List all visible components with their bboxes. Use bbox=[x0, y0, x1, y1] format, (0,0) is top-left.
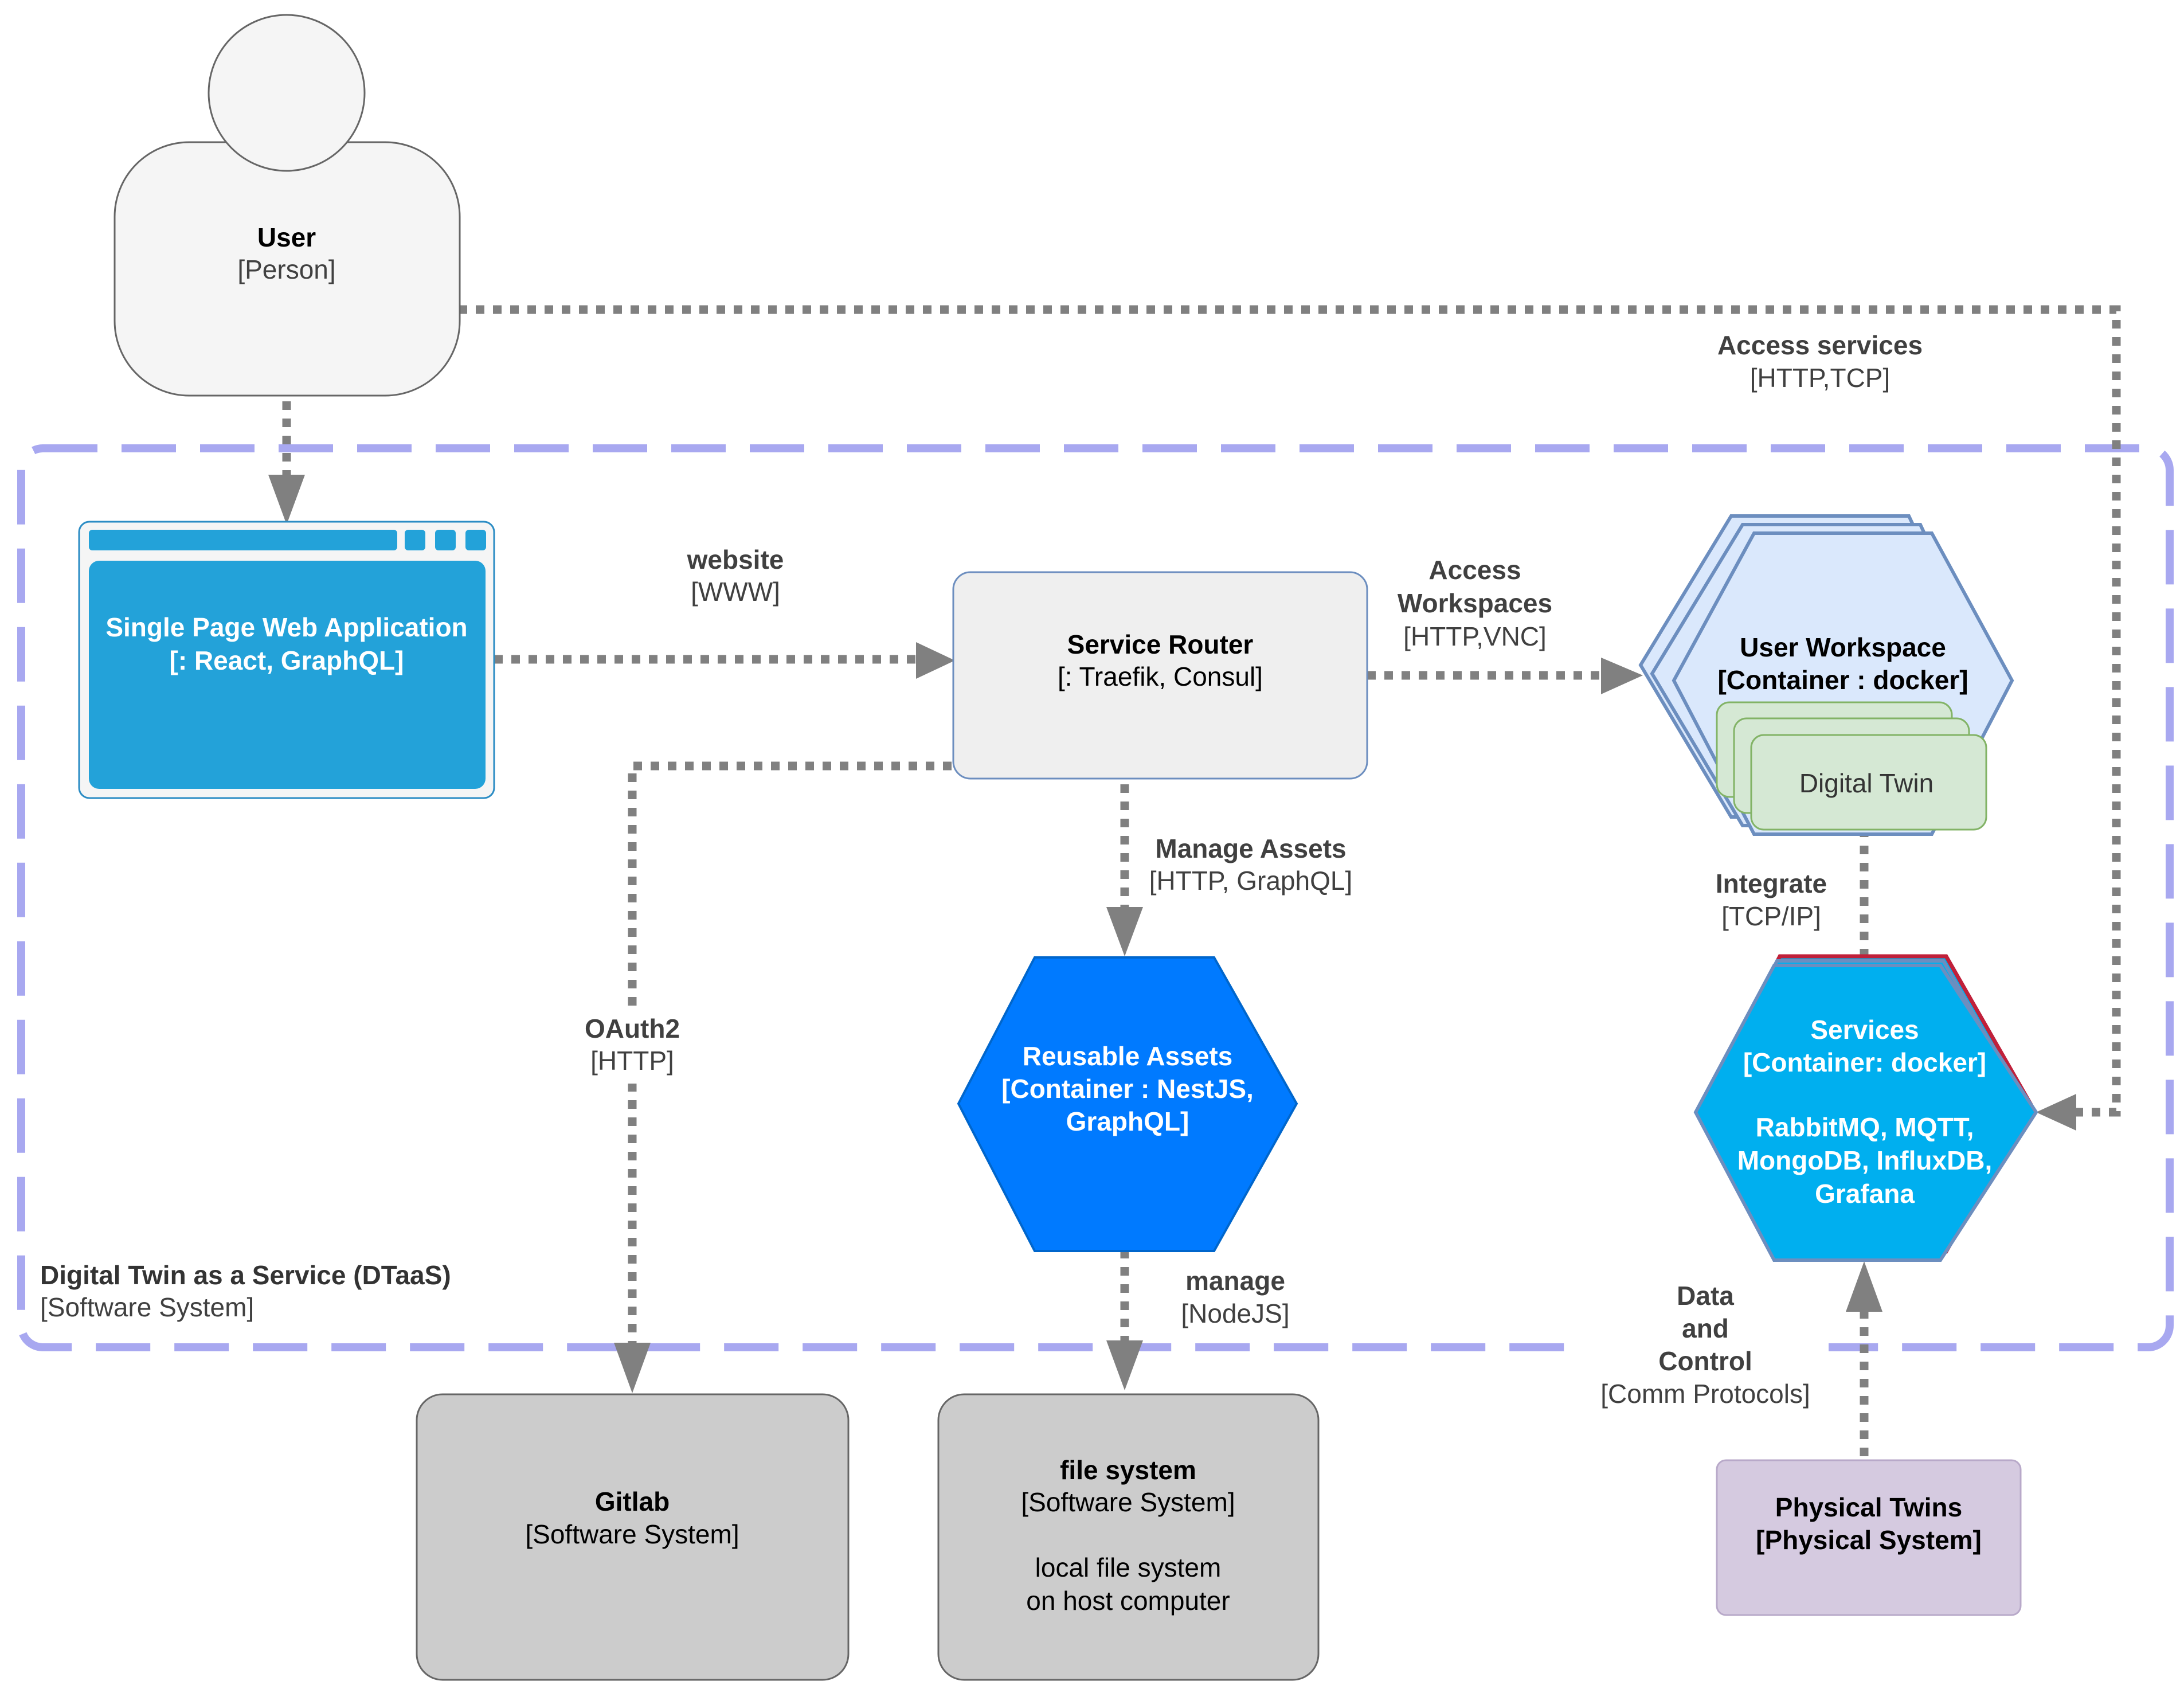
user-type: [Person] bbox=[237, 255, 335, 284]
label-oauth: OAuth2 bbox=[585, 1014, 680, 1043]
tech-integrate: [TCP/IP] bbox=[1721, 901, 1821, 931]
workspace-tech: [Container : docker] bbox=[1717, 665, 1968, 695]
browser-minimize-icon bbox=[405, 530, 425, 550]
assets-hexagon bbox=[957, 956, 1298, 1252]
services-list-2: MongoDB, InfluxDB, bbox=[1737, 1145, 1993, 1175]
arrowhead-router-assets bbox=[1106, 907, 1143, 956]
services-tech: [Container: docker] bbox=[1743, 1047, 1986, 1077]
edge-router-gitlab bbox=[628, 761, 952, 1344]
spa-tech: [: React, GraphQL] bbox=[170, 646, 404, 675]
label-data-control-1: Data bbox=[1677, 1281, 1734, 1311]
tech-website: [WWW] bbox=[691, 577, 780, 607]
filesystem-desc-2: on host computer bbox=[1026, 1586, 1230, 1616]
arrowhead-spa-router bbox=[916, 642, 955, 679]
physical-twins-node: Physical Twins [Physical System] bbox=[1716, 1459, 2022, 1616]
tech-manage: [NodeJS] bbox=[1181, 1299, 1289, 1328]
data-control-label-background bbox=[1588, 1276, 1829, 1413]
arrowhead-router-gitlab bbox=[614, 1343, 651, 1393]
gitlab-node: Gitlab [Software System] bbox=[416, 1393, 850, 1681]
services-hex-front bbox=[1693, 964, 2038, 1262]
tech-access-workspaces: [HTTP,VNC] bbox=[1403, 621, 1547, 651]
arrowhead-router-workspace bbox=[1601, 658, 1643, 694]
filesystem-type: [Software System] bbox=[1021, 1487, 1235, 1517]
label-data-control-2: and bbox=[1682, 1313, 1729, 1343]
label-access-workspaces-2: Workspaces bbox=[1398, 588, 1552, 618]
arrowhead-physical-services bbox=[1846, 1261, 1882, 1312]
physical-twins-name: Physical Twins bbox=[1775, 1492, 1962, 1522]
workspace-node: User Workspace [Container : docker] Digi… bbox=[1638, 514, 2014, 836]
router-name: Service Router bbox=[1067, 630, 1254, 659]
person-head-icon bbox=[208, 14, 366, 172]
assets-node: Reusable Assets [Container : NestJS, Gra… bbox=[957, 956, 1298, 1252]
arrowhead-assets-filesystem bbox=[1106, 1340, 1143, 1390]
services-list-3: Grafana bbox=[1815, 1179, 1915, 1209]
label-website: website bbox=[687, 545, 784, 574]
browser-close-icon bbox=[465, 530, 486, 550]
edge-labels: website [WWW] Access Workspaces [HTTP,VN… bbox=[573, 330, 1923, 1413]
filesystem-name: file system bbox=[1060, 1455, 1196, 1485]
filesystem-box bbox=[937, 1393, 1320, 1681]
label-manage-assets: Manage Assets bbox=[1155, 834, 1346, 863]
spa-node: Single Page Web Application [: React, Gr… bbox=[78, 521, 495, 799]
services-list-1: RabbitMQ, MQTT, bbox=[1756, 1112, 1974, 1142]
tech-manage-assets: [HTTP, GraphQL] bbox=[1149, 866, 1353, 896]
dtaas-boundary: Digital Twin as a Service (DTaaS) [Softw… bbox=[17, 444, 2174, 1351]
browser-maximize-icon bbox=[435, 530, 456, 550]
services-name: Services bbox=[1810, 1015, 1919, 1045]
edges bbox=[268, 305, 2121, 1456]
router-tech: [: Traefik, Consul] bbox=[1058, 662, 1263, 691]
label-access-workspaces-1: Access bbox=[1428, 555, 1521, 585]
tech-access-services: [HTTP,TCP] bbox=[1750, 363, 1891, 393]
physical-twins-box bbox=[1716, 1459, 2022, 1616]
filesystem-desc-1: local file system bbox=[1035, 1553, 1222, 1582]
digital-twin-name: Digital Twin bbox=[1799, 768, 1933, 798]
filesystem-node: file system [Software System] local file… bbox=[937, 1393, 1320, 1681]
services-node: Services [Container: docker] RabbitMQ, M… bbox=[1693, 954, 2038, 1262]
digital-twin-card-front bbox=[1750, 734, 1987, 831]
assets-tech-2: GraphQL] bbox=[1066, 1107, 1189, 1136]
assets-name: Reusable Assets bbox=[1023, 1041, 1232, 1071]
boundary-type: [Software System] bbox=[40, 1292, 254, 1322]
edge-user-services bbox=[459, 305, 2121, 1117]
tech-oauth: [HTTP] bbox=[590, 1046, 674, 1076]
gitlab-box bbox=[416, 1393, 850, 1681]
arrowhead-user-spa bbox=[268, 475, 305, 525]
boundary-name: Digital Twin as a Service (DTaaS) bbox=[40, 1260, 451, 1290]
browser-viewport bbox=[89, 561, 486, 789]
physical-twins-type: [Physical System] bbox=[1756, 1525, 1982, 1555]
label-integrate: Integrate bbox=[1716, 869, 1827, 898]
gitlab-type: [Software System] bbox=[525, 1519, 739, 1549]
user-node: User [Person] bbox=[113, 14, 461, 397]
oauth-label-background bbox=[573, 1009, 691, 1084]
label-data-control-3: Control bbox=[1658, 1346, 1752, 1376]
gitlab-name: Gitlab bbox=[595, 1487, 670, 1516]
workspace-name: User Workspace bbox=[1740, 632, 1946, 662]
tech-data-control: [Comm Protocols] bbox=[1600, 1379, 1810, 1409]
assets-tech-1: [Container : NestJS, bbox=[1001, 1074, 1254, 1104]
user-name: User bbox=[257, 222, 316, 252]
arrowhead-user-services bbox=[2036, 1094, 2076, 1131]
spa-name: Single Page Web Application bbox=[105, 612, 467, 642]
browser-address-bar bbox=[89, 530, 397, 550]
label-manage: manage bbox=[1185, 1266, 1285, 1296]
router-node: Service Router [: Traefik, Consul] bbox=[952, 571, 1368, 780]
label-access-services: Access services bbox=[1717, 330, 1923, 360]
router-box bbox=[952, 571, 1368, 780]
